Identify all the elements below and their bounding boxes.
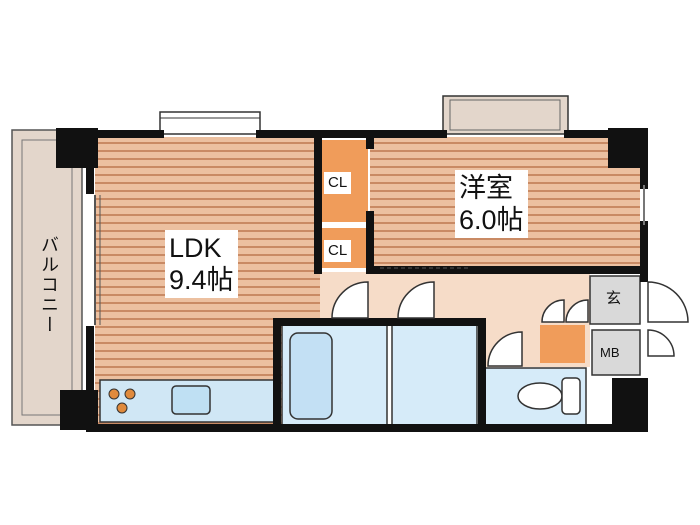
ldk-name: LDK (169, 233, 222, 263)
western-room-label: 洋室 6.0帖 (455, 170, 528, 238)
ldk-size: 9.4帖 (169, 265, 234, 295)
shoe-closet (540, 325, 585, 363)
entrance-cell (589, 275, 641, 325)
stove-burner-icon (108, 388, 120, 400)
meter-box-label: MB (600, 345, 620, 360)
closet-label-2: CL (324, 240, 352, 262)
balcony (11, 129, 83, 426)
entrance-label: 玄 (606, 290, 622, 307)
door-swing (647, 281, 689, 323)
bathtub (289, 332, 333, 420)
door-swing (331, 281, 369, 319)
meter-box-cell (591, 329, 641, 376)
closet-label-1: CL (324, 172, 352, 194)
western-room-size: 6.0帖 (459, 205, 524, 235)
ldk-label: LDK 9.4帖 (165, 230, 238, 298)
window-western (442, 95, 569, 135)
door-swing (541, 299, 565, 323)
stove-burner-icon (124, 388, 136, 400)
window-ldk (159, 111, 261, 135)
balcony-label: バルコニー (39, 235, 59, 335)
washroom (391, 324, 478, 426)
stove-burner-icon (116, 402, 128, 414)
sink-icon (171, 385, 211, 415)
door-swing (397, 281, 435, 319)
door-swing (565, 299, 589, 323)
western-room-name: 洋室 (459, 173, 513, 203)
door-swing (487, 331, 523, 367)
toilet-icon (517, 382, 563, 410)
door-swing (647, 329, 675, 357)
